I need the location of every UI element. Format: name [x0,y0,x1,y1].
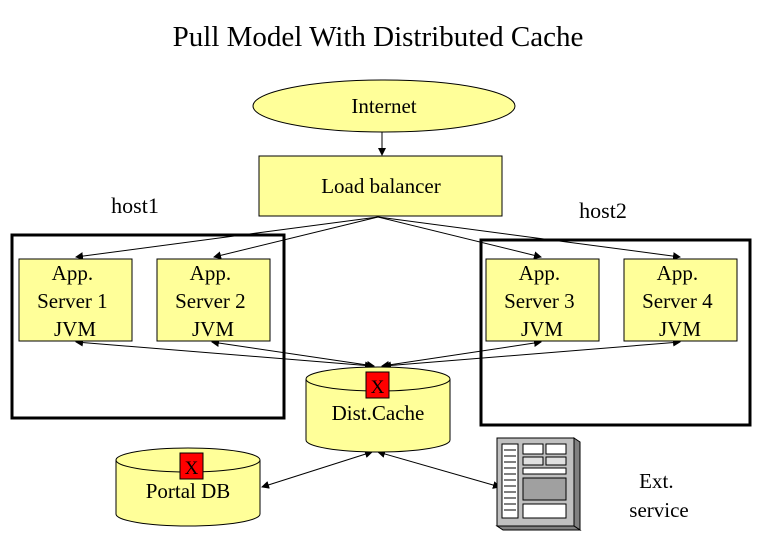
server4-line3: JVM [659,317,701,341]
db-x-marker [179,452,204,480]
svg-text:App. Server 2 JVM: App. Server 2 JVM [175,261,251,341]
server2-line1: App. [190,261,231,285]
edge-server3-cache [381,339,542,369]
server3-line1: App. [519,261,560,285]
host1-box [10,233,286,420]
load-balancer-node: Load balancer [258,155,503,217]
svg-text:App. Server 1 JVM: App. Server 1 JVM [37,261,113,341]
edge-lb-server4 [377,216,681,261]
svg-text:App. Server 4 JVM: App. Server 4 JVM [642,261,718,341]
server1-line1: App. [52,261,93,285]
edge-server2-cache [211,339,375,369]
dist-cache-label: Dist.Cache [332,401,425,425]
connectors [75,132,681,489]
internet-label: Internet [351,94,416,118]
dist-cache-node: X Dist.Cache [305,366,451,453]
host2-label: host2 [579,198,627,223]
db-x-label: X [185,458,199,479]
app-server-1: App. Server 1 JVM [18,258,133,342]
edge-server1-cache [75,338,373,370]
app-server-3: App. Server 3 JVM [485,258,600,342]
host1-label: host1 [111,193,159,218]
edge-cache-ext [377,450,501,489]
edge-lb-server1 [75,216,379,261]
app-server-2: App. Server 2 JVM [156,258,271,342]
server-tower-icon [495,437,582,531]
ext-service-line2: service [629,498,688,522]
portal-db-node: X Portal DB [115,447,261,527]
svg-text:Ext. service: Ext. service [629,469,688,522]
edge-lb-server3 [377,216,542,260]
cache-x-marker [365,371,390,399]
internet-node: Internet [252,79,516,133]
server2-line3: JVM [192,317,234,341]
host2-box [479,238,752,427]
server1-line3: JVM [54,317,96,341]
edge-server4-cache [383,338,681,370]
server1-line2: Server 1 [37,289,108,313]
server3-line3: JVM [521,317,563,341]
ext-service-line1: Ext. [639,469,673,493]
app-server-4: App. Server 4 JVM [623,258,738,342]
edge-lb-server2 [213,216,379,260]
load-balancer-label: Load balancer [321,174,441,198]
server4-line1: App. [657,261,698,285]
svg-text:App. Server 3 JVM: App. Server 3 JVM [504,261,580,341]
portal-db-label: Portal DB [146,479,231,503]
page-title: Pull Model With Distributed Cache [173,21,584,53]
edge-cache-db [261,450,373,489]
server4-line2: Server 4 [642,289,713,313]
cache-x-label: X [371,377,385,398]
server2-line2: Server 2 [175,289,246,313]
server3-line2: Server 3 [504,289,575,313]
